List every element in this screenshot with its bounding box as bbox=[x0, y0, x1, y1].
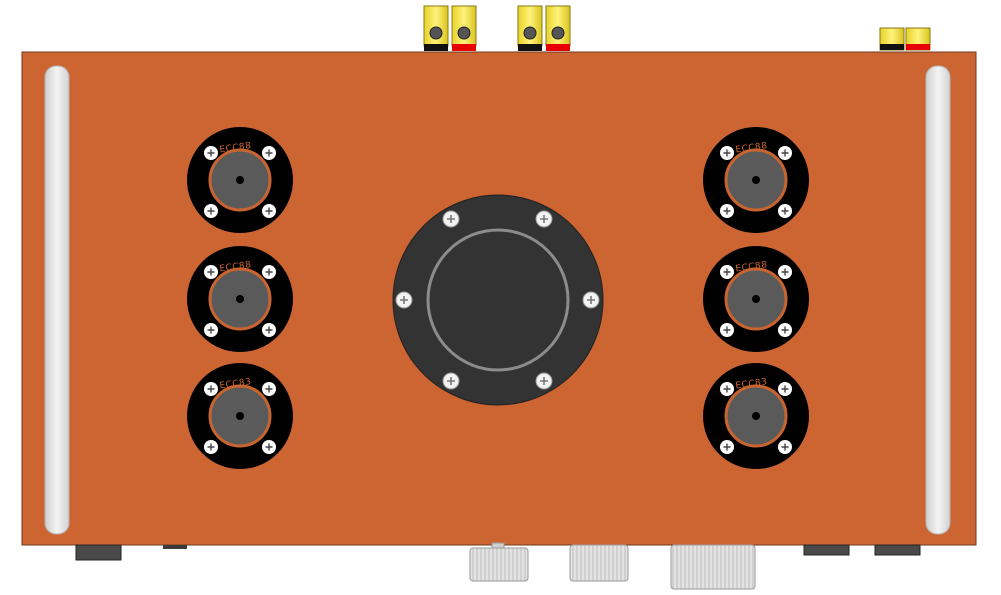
speaker-terminals bbox=[423, 5, 571, 51]
handle-right bbox=[925, 65, 951, 535]
knob-middle[interactable] bbox=[569, 544, 629, 582]
foot-left bbox=[75, 544, 122, 561]
speaker-terminal-red[interactable] bbox=[545, 5, 571, 51]
tube-socket-left-2: ECC88 bbox=[187, 246, 293, 352]
transformer-ring bbox=[426, 228, 570, 372]
speaker-terminal-red[interactable] bbox=[451, 5, 477, 51]
foot-right-2 bbox=[874, 544, 921, 556]
tube-label: ECC88 bbox=[735, 141, 768, 155]
foot-right-1 bbox=[803, 544, 850, 556]
handle-left bbox=[44, 65, 70, 535]
tube-label: ECC88 bbox=[219, 141, 252, 155]
transformer-screws bbox=[395, 210, 600, 390]
knob-left[interactable] bbox=[469, 542, 529, 582]
tube-socket-right-2: ECC88 bbox=[703, 246, 809, 352]
speaker-terminal-black[interactable] bbox=[517, 5, 543, 51]
tube-socket-right-1: ECC88 bbox=[703, 127, 809, 233]
speaker-terminal-black[interactable] bbox=[423, 5, 449, 51]
tube-socket-left-3: ECC83 bbox=[187, 363, 293, 469]
tube-label: ECC88 bbox=[219, 260, 252, 274]
tube-socket-left-1: ECC88 bbox=[187, 127, 293, 233]
knob-right[interactable] bbox=[670, 544, 756, 590]
power-switch[interactable] bbox=[163, 545, 187, 549]
tube-label: ECC88 bbox=[735, 260, 768, 274]
tube-label: ECC83 bbox=[219, 377, 252, 391]
tube-label: ECC83 bbox=[735, 377, 768, 391]
rca-inputs[interactable] bbox=[879, 27, 931, 51]
tube-socket-right-3: ECC83 bbox=[703, 363, 809, 469]
power-transformer bbox=[392, 194, 604, 406]
